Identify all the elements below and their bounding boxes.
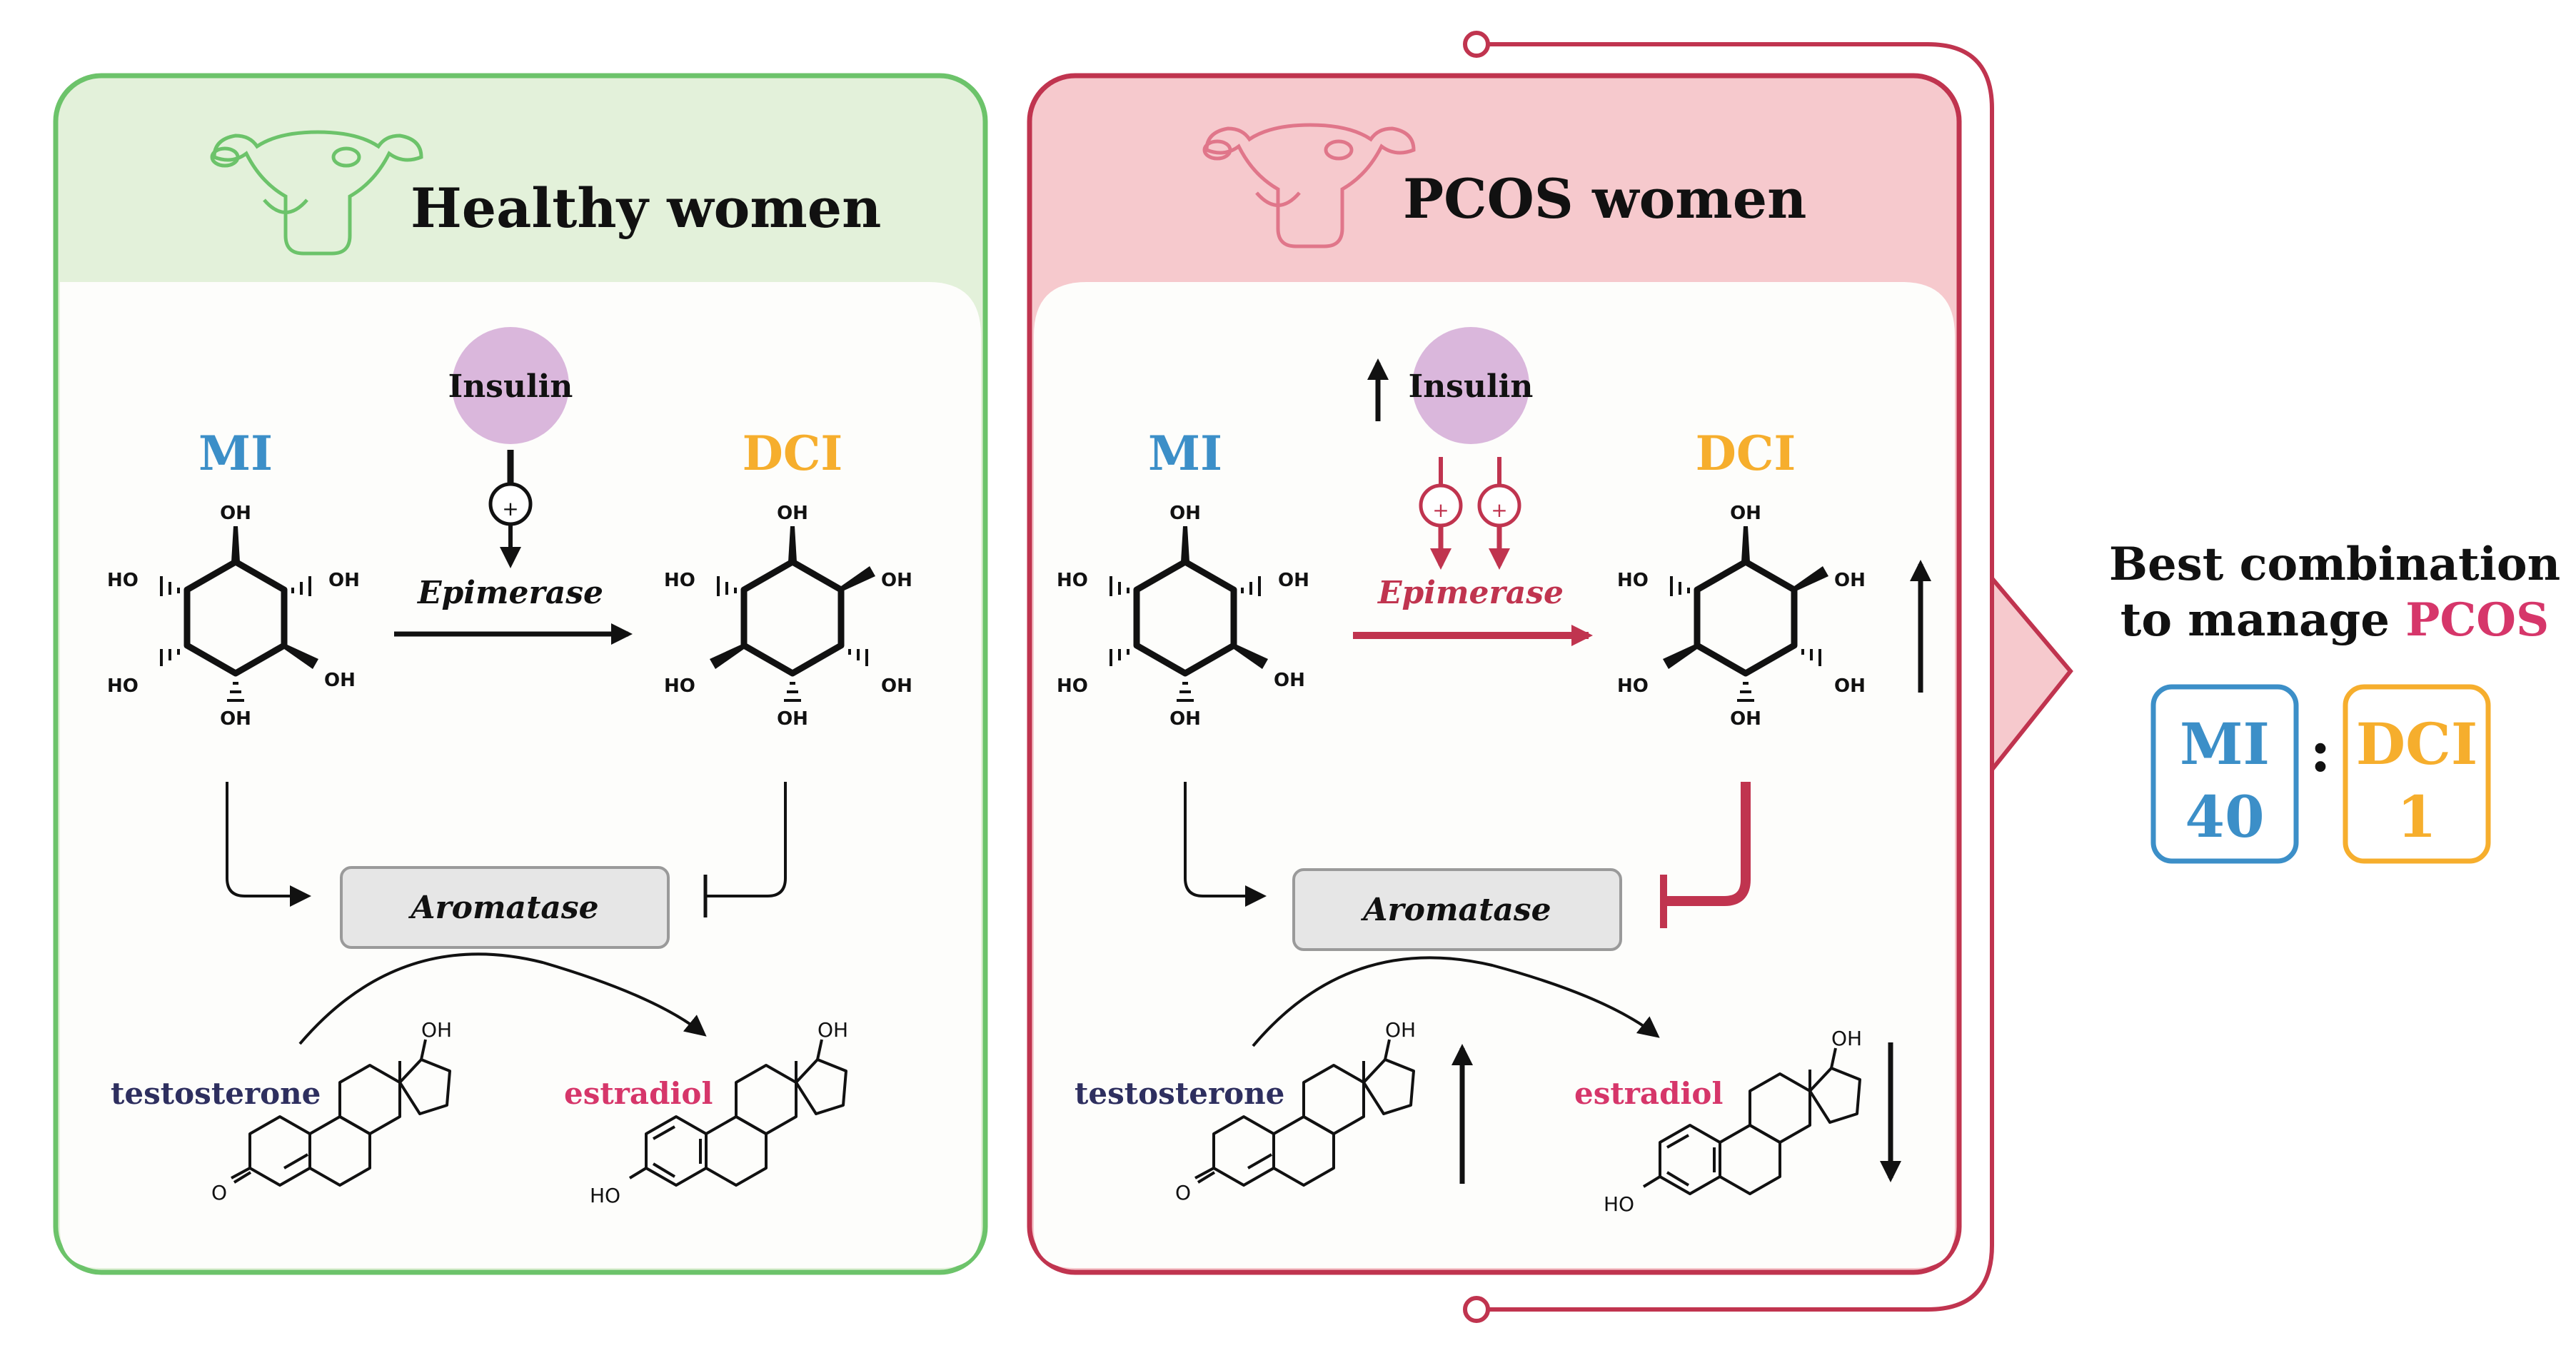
aromatase-box [1292,868,1622,951]
insulin-circle [452,327,569,444]
plus-circle-icon [1419,483,1463,528]
testosterone-oh-label: OH [421,1018,452,1042]
estradiol-label: estradiol [564,1076,713,1111]
svg-text:HO: HO [1617,675,1649,697]
svg-text:OH: OH [1169,503,1201,524]
testosterone-oh-label: OH [1385,1018,1416,1042]
svg-text:OH: OH [1730,708,1761,730]
mi-ratio-label: MI [2180,710,2270,778]
estradiol-ho-label: HO [1604,1192,1634,1216]
conversion-arc-arrow [298,952,707,1045]
summary-line-2-prefix: to manage [2120,593,2405,647]
estradiol-ho-label: HO [590,1184,620,1207]
pcos-panel-body [1034,282,1955,1268]
svg-text:OH: OH [324,670,356,691]
insulin-label: Insulin [448,368,573,405]
svg-text:HO: HO [664,675,695,697]
mi-ratio-box [2150,684,2299,864]
dci-inhibits-aromatase-line [707,782,787,897]
svg-text:OH: OH [777,503,808,524]
ketone-o-label: O [1175,1181,1191,1204]
dci-structure: OH OH HO OH HO OH [1617,503,1866,730]
svg-text:OH: OH [881,570,912,591]
svg-text:OH: OH [1278,570,1309,591]
mi-structure: OH OH HO OH HO OH [107,503,360,730]
dci-label: DCI [1696,426,1796,481]
plus-sign: + [1432,498,1449,522]
pcos-panel: PCOS women Insulin + + MI DCI OH OH HO O… [1027,31,2073,1323]
mi-label: MI [198,426,273,481]
svg-text:OH: OH [881,675,912,697]
svg-text:OH: OH [1834,570,1866,591]
estradiol-oh-label: OH [1831,1027,1862,1050]
svg-text:OH: OH [220,503,251,524]
ketone-o-label: O [211,1181,227,1204]
svg-text:HO: HO [107,570,139,591]
svg-text:HO: HO [1057,675,1088,697]
svg-text:HO: HO [107,675,139,697]
svg-text:OH: OH [1274,670,1305,691]
svg-text:OH: OH [1169,708,1201,730]
estradiol-structure [1642,1047,1861,1195]
uterus-icon [210,130,423,256]
mi-structure: OH OH HO OH HO OH [1057,503,1309,730]
summary-pcos-highlight: PCOS [2405,593,2549,647]
summary-line-2: to manage PCOS [2120,593,2550,647]
aromatase-label: Aromatase [1360,892,1551,928]
aromatase-label: Aromatase [408,890,598,926]
testosterone-structure [231,1039,451,1187]
svg-text:OH: OH [1730,503,1761,524]
connector-dot-bottom [1463,1296,1490,1323]
plus-sign: + [1491,498,1507,522]
plus-sign: + [502,497,518,520]
summary-pointer [1990,572,2073,776]
svg-text:OH: OH [1834,675,1866,697]
healthy-panel: Healthy women Insulin + MI DCI OH OH HO … [53,73,988,1275]
insulin-circle [1412,327,1529,444]
pcos-title: PCOS women [1403,167,1806,231]
mi-stimulates-aromatase-arrow [226,782,311,907]
dci-ratio-box [2343,684,2491,864]
dci-ratio-value: 1 [2397,783,2437,850]
healthy-panel-body [60,282,981,1268]
uterus-icon [1202,123,1416,248]
dci-inhibits-aromatase-line [1664,782,1751,906]
healthy-title: Healthy women [411,176,881,240]
summary-line-1: Best combination [2109,538,2560,591]
plus-circle-icon [1477,483,1521,528]
epimerase-label: Epimerase [1377,575,1564,611]
svg-text:HO: HO [664,570,695,591]
mi-ratio-value: 40 [2185,783,2264,850]
dci-label: DCI [743,426,843,481]
estradiol-structure [628,1039,847,1187]
connector-dot-top [1463,31,1490,58]
plus-circle-icon [488,482,533,526]
ratio-separator: : [2310,718,2331,785]
svg-text:OH: OH [328,570,360,591]
testosterone-structure [1194,1039,1415,1187]
summary: Best combination to manage PCOS MI 40 : … [2109,538,2560,864]
svg-text:OH: OH [777,708,808,730]
mi-label: MI [1148,426,1222,481]
svg-text:OH: OH [220,708,251,730]
estradiol-label: estradiol [1574,1076,1723,1111]
dci-structure: OH OH HO OH HO OH [664,503,912,730]
svg-text:HO: HO [1057,570,1088,591]
svg-text:HO: HO [1617,570,1649,591]
epimerase-label: Epimerase [416,575,603,611]
dci-ratio-label: DCI [2356,710,2477,778]
insulin-label: Insulin [1409,368,1534,405]
mi-stimulates-aromatase-arrow [1184,782,1267,907]
estradiol-oh-label: OH [817,1018,848,1042]
testosterone-label: testosterone [1075,1076,1284,1111]
aromatase-box [340,866,670,949]
testosterone-label: testosterone [111,1076,321,1111]
conversion-arc-arrow [1252,956,1660,1047]
